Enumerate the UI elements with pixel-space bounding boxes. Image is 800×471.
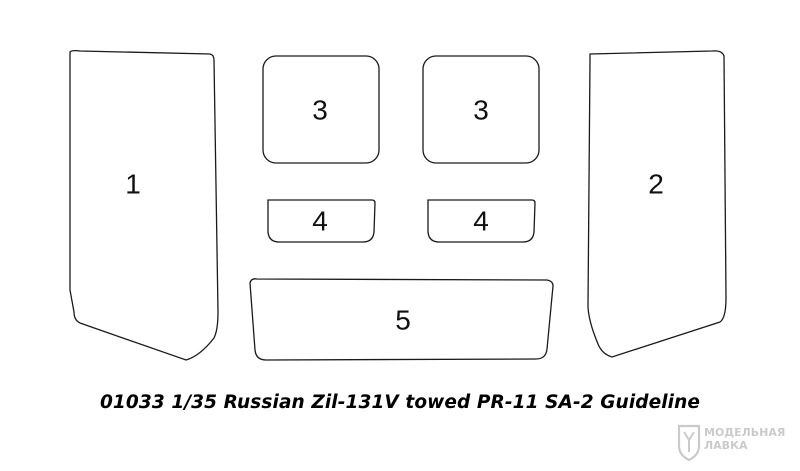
part-2-label: 2	[648, 168, 664, 199]
part-5-label: 5	[395, 304, 411, 335]
part-3-right-outline	[422, 55, 540, 164]
part-4-right-outline	[427, 199, 536, 243]
part-3-left-label: 3	[312, 94, 328, 125]
part-4-right-label: 4	[473, 205, 489, 236]
shield-logo-icon	[677, 424, 701, 462]
watermark-logo: МОДЕЛЬНАЯ ЛАВКА	[676, 418, 796, 466]
part-5-outline	[249, 278, 554, 361]
part-1-outline	[69, 50, 219, 361]
part-3-right-label: 3	[473, 94, 489, 125]
diagram-caption: 01033 1/35 Russian Zil-131V towed PR-11 …	[99, 392, 701, 413]
part-1-label: 1	[125, 168, 141, 199]
watermark-line1: МОДЕЛЬНАЯ	[704, 426, 786, 439]
part-3-left-outline	[262, 55, 380, 164]
part-2-outline	[587, 50, 727, 358]
watermark-line2: ЛАВКА	[704, 439, 748, 452]
part-4-left-outline	[267, 199, 376, 243]
part-4-left-label: 4	[312, 205, 328, 236]
